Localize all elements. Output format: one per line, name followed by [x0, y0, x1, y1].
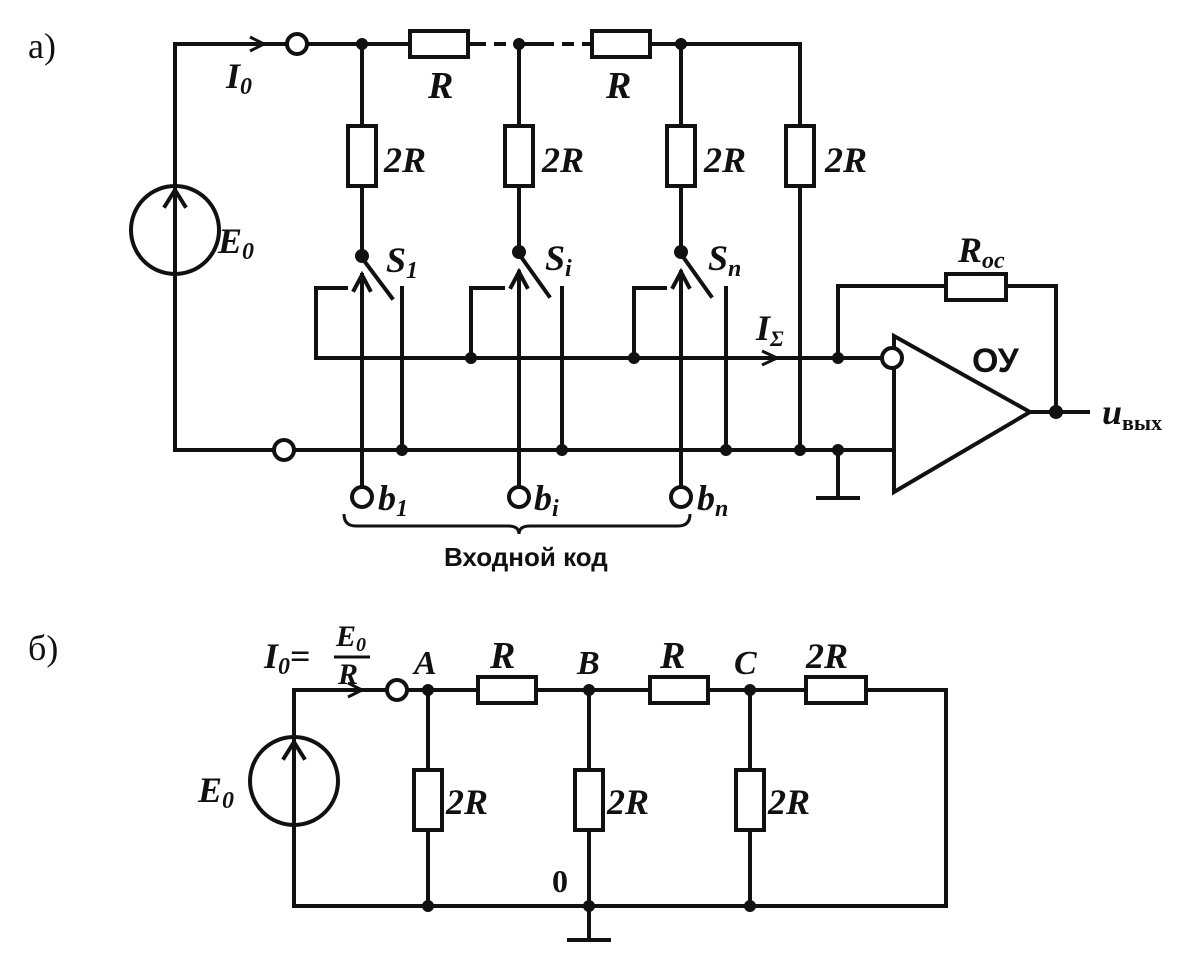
isum-arrow — [756, 349, 781, 367]
source-arrow-b — [281, 738, 307, 824]
series-resistor-c-end — [804, 675, 868, 705]
i0-arrow — [232, 35, 268, 53]
bit-b1-terminal — [350, 485, 374, 509]
terminal-bottom-left — [272, 438, 296, 462]
panel-b-junctions — [422, 684, 756, 912]
series-resistor-ab — [476, 675, 538, 705]
leg-label-c: 2R — [767, 782, 810, 822]
leg-resistor-3 — [665, 124, 697, 188]
fraction-denominator: R — [337, 658, 358, 691]
source-e0-symbol-b — [248, 735, 340, 827]
input-code-brace — [342, 513, 692, 535]
opamp-triangle — [892, 332, 1035, 496]
source-label: E0 — [217, 221, 254, 265]
source-loop-wire — [173, 42, 290, 452]
leg-resistor-2 — [503, 124, 535, 188]
panel-b-tag: б) — [28, 628, 58, 668]
ladder-r2-label: R — [605, 65, 631, 107]
output-label: uвых — [1102, 392, 1162, 435]
source-arrow — [162, 186, 188, 272]
series-label-c-end: 2R — [805, 636, 848, 676]
bit-bi-terminal — [507, 485, 531, 509]
leg-wires — [360, 42, 802, 452]
leg-label-b: 2R — [606, 782, 649, 822]
current-i0-label: I0 — [225, 56, 252, 100]
series-label-ab: R — [489, 635, 515, 677]
source-label-b: E0 — [197, 770, 234, 814]
opamp-label: ОУ — [972, 342, 1020, 380]
ladder-top-rail — [304, 42, 802, 127]
ladder-resistor-r2 — [590, 29, 652, 59]
source-e0-symbol — [129, 184, 221, 276]
legs-wires-b — [426, 688, 752, 908]
switch-s1 — [314, 249, 404, 488]
ground-node-label: 0 — [552, 863, 568, 899]
leg-resistor-4 — [784, 124, 816, 188]
leg-resistor-1 — [346, 124, 378, 188]
feedback-resistor — [944, 272, 1008, 302]
opamp-inverting-input — [880, 346, 904, 370]
ground-a — [816, 448, 860, 500]
leg-label-a: 2R — [445, 782, 488, 822]
node-b-label: B — [576, 645, 600, 682]
leg-resistor-a — [412, 768, 444, 832]
switch-si — [469, 245, 564, 488]
switch-sn — [632, 245, 728, 488]
node-c-label: C — [734, 645, 757, 682]
leg-resistor-c — [734, 768, 766, 832]
bit-bi-label: bi — [534, 478, 559, 522]
switch-si-label: Si — [545, 238, 572, 282]
current-i0-label-b: I0= — [263, 636, 311, 680]
panel-a: а) E0 I0 R R 2R 2R 2R 2R — [28, 26, 1162, 572]
leg-label-3: 2R — [703, 140, 746, 180]
bit-b1-label: b1 — [378, 478, 408, 522]
series-resistor-bc — [648, 675, 710, 705]
panel-a-junctions — [356, 38, 1063, 456]
bit-bn-label: bn — [697, 478, 728, 522]
isum-label: IΣ — [755, 308, 784, 351]
terminal-top-left — [285, 32, 309, 56]
feedback-wire — [836, 284, 1058, 414]
switch-s1-label: S1 — [386, 240, 418, 284]
terminal-b — [385, 678, 409, 702]
leg-label-4: 2R — [824, 140, 867, 180]
node-a-label: A — [412, 645, 437, 682]
switch-sn-label: Sn — [708, 238, 741, 282]
leg-label-1: 2R — [383, 140, 426, 180]
ladder-resistor-r1 — [408, 29, 470, 59]
panel-a-tag: а) — [28, 26, 56, 66]
input-code-caption: Входной код — [444, 542, 608, 572]
panel-b: б) I0= E0 R E0 R R 2R A B C 2R 2R 2R — [28, 620, 948, 942]
ladder-r1-label: R — [427, 65, 453, 107]
feedback-label: Rос — [957, 230, 1005, 274]
leg-label-2: 2R — [541, 140, 584, 180]
series-label-bc: R — [659, 635, 685, 677]
i0-arrow-b — [340, 681, 366, 699]
fraction-numerator: E0 — [335, 620, 366, 656]
leg-resistor-b — [573, 768, 605, 832]
bit-bn-terminal — [669, 485, 693, 509]
